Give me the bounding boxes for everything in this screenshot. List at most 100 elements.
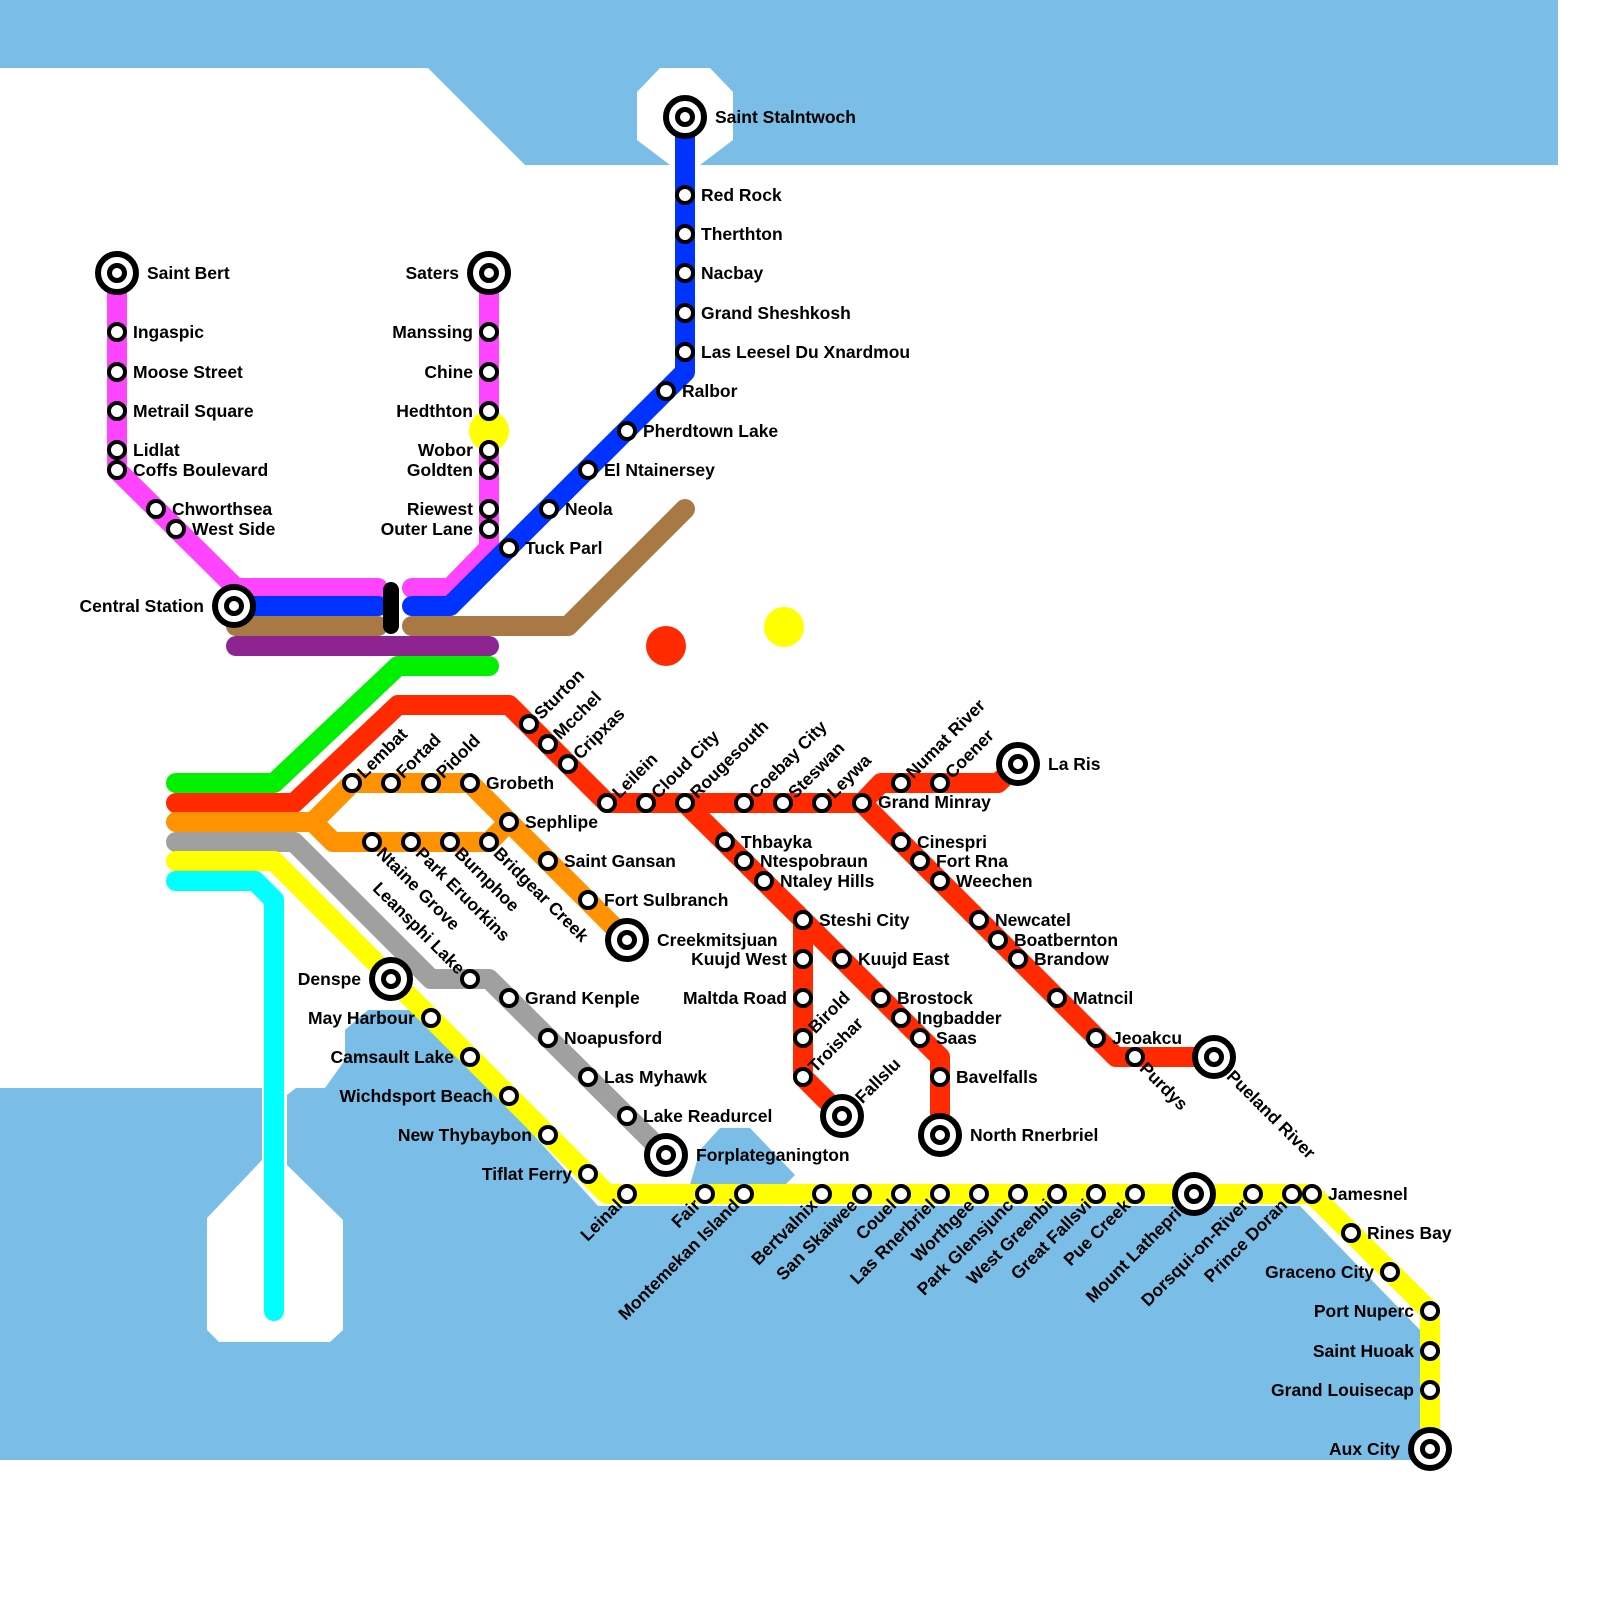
terminal-station-saters[interactable] xyxy=(467,251,511,295)
station-saint-huoak[interactable] xyxy=(1420,1341,1440,1361)
station-fort-sulbranch[interactable] xyxy=(578,890,598,910)
terminal-station-north-rnerbriel[interactable] xyxy=(918,1113,962,1157)
station-brostock[interactable] xyxy=(871,988,891,1008)
station-cripxas[interactable] xyxy=(558,754,578,774)
terminal-station-creekmitsjuan[interactable] xyxy=(605,918,649,962)
station-steshi-city[interactable] xyxy=(793,910,813,930)
terminal-station-central-station[interactable] xyxy=(212,584,256,628)
terminal-station-saint-bert[interactable] xyxy=(95,251,139,295)
station-jamesnel[interactable] xyxy=(1302,1184,1322,1204)
station-prince-doran[interactable] xyxy=(1282,1184,1302,1204)
station-cinespri[interactable] xyxy=(891,832,911,852)
station-leywa[interactable] xyxy=(812,793,832,813)
terminal-station-aux-city[interactable] xyxy=(1408,1427,1452,1471)
terminal-station-forplateganington[interactable] xyxy=(644,1133,688,1177)
station-pidold[interactable] xyxy=(421,773,441,793)
station-bavelfalls[interactable] xyxy=(930,1067,950,1087)
station-may-harbour[interactable] xyxy=(421,1008,441,1028)
station-thbayka[interactable] xyxy=(715,832,735,852)
station-wobor[interactable] xyxy=(479,440,499,460)
station-fortad[interactable] xyxy=(381,773,401,793)
station-ingaspic[interactable] xyxy=(107,322,127,342)
station-ntaley-hills[interactable] xyxy=(754,871,774,891)
station-ntespobraun[interactable] xyxy=(734,851,754,871)
station-burnphoe[interactable] xyxy=(440,832,460,852)
terminal-station-la-ris[interactable] xyxy=(996,742,1040,786)
station-lidlat[interactable] xyxy=(107,440,127,460)
station-grand-minray[interactable] xyxy=(852,793,872,813)
station-pue-creek[interactable] xyxy=(1125,1184,1145,1204)
station-chine[interactable] xyxy=(479,362,499,382)
station-leilein[interactable] xyxy=(597,793,617,813)
station-weechen[interactable] xyxy=(930,871,950,891)
station-west-greenbi[interactable] xyxy=(1047,1184,1067,1204)
station-fort-rna[interactable] xyxy=(910,851,930,871)
station-troishar[interactable] xyxy=(793,1067,813,1087)
station-grand-louisecap[interactable] xyxy=(1420,1380,1440,1400)
station-tuck-parl[interactable] xyxy=(499,538,519,558)
station-outer-lane[interactable] xyxy=(479,519,499,539)
terminal-station-fallslu[interactable] xyxy=(820,1094,864,1138)
station-couel[interactable] xyxy=(891,1184,911,1204)
station-rougesouth[interactable] xyxy=(675,793,695,813)
station-grobeth[interactable] xyxy=(460,773,480,793)
station-nacbay[interactable] xyxy=(675,263,695,283)
station-sephlipe[interactable] xyxy=(499,812,519,832)
station-rines-bay[interactable] xyxy=(1341,1223,1361,1243)
station-kuujd-west[interactable] xyxy=(793,949,813,969)
station-riewest[interactable] xyxy=(479,499,499,519)
station-lake-readurcel[interactable] xyxy=(617,1106,637,1126)
station-kuujd-east[interactable] xyxy=(832,949,852,969)
station-leansphi-lake[interactable] xyxy=(460,969,480,989)
station-sturton[interactable] xyxy=(519,714,539,734)
station-metrail-square[interactable] xyxy=(107,401,127,421)
station-chworthsea[interactable] xyxy=(146,499,166,519)
terminal-station-saint-stalntwoch[interactable] xyxy=(663,95,707,139)
station-ingbadder[interactable] xyxy=(891,1008,911,1028)
station-pherdtown-lake[interactable] xyxy=(617,421,637,441)
station-noapusford[interactable] xyxy=(538,1028,558,1048)
station-lembat[interactable] xyxy=(342,773,362,793)
station-newcatel[interactable] xyxy=(969,910,989,930)
station-park-eruorkins[interactable] xyxy=(401,832,421,852)
station-coffs-boulevard[interactable] xyxy=(107,460,127,480)
station-tiflat-ferry[interactable] xyxy=(578,1164,598,1184)
station-park-glensjunc[interactable] xyxy=(1008,1184,1028,1204)
station-manssing[interactable] xyxy=(479,322,499,342)
station-leinal[interactable] xyxy=(617,1184,637,1204)
station-saas[interactable] xyxy=(910,1028,930,1048)
station-cloud-city[interactable] xyxy=(636,793,656,813)
station-birold[interactable] xyxy=(793,1028,813,1048)
station-grand-sheshkosh[interactable] xyxy=(675,303,695,323)
station-las-rnerbriel[interactable] xyxy=(930,1184,950,1204)
station-purdys[interactable] xyxy=(1125,1047,1145,1067)
terminal-station-mount-lathepri[interactable] xyxy=(1172,1172,1216,1216)
station-ralbor[interactable] xyxy=(656,381,676,401)
station-mcchel[interactable] xyxy=(538,734,558,754)
station-camsault-lake[interactable] xyxy=(460,1047,480,1067)
station-red-rock[interactable] xyxy=(675,185,695,205)
station-coener[interactable] xyxy=(930,773,950,793)
station-jeoakcu[interactable] xyxy=(1086,1028,1106,1048)
station-las-myhawk[interactable] xyxy=(578,1067,598,1087)
station-steswan[interactable] xyxy=(773,793,793,813)
station-great-fallsvi[interactable] xyxy=(1086,1184,1106,1204)
station-las-leesel-du-xnardmou[interactable] xyxy=(675,342,695,362)
station-new-thybaybon[interactable] xyxy=(538,1125,558,1145)
station-numat-river[interactable] xyxy=(891,773,911,793)
station-therthton[interactable] xyxy=(675,224,695,244)
station-coebay-city[interactable] xyxy=(734,793,754,813)
station-west-side[interactable] xyxy=(166,519,186,539)
station-hedthton[interactable] xyxy=(479,401,499,421)
station-bridgear-creek[interactable] xyxy=(479,832,499,852)
station-boatbernton[interactable] xyxy=(988,930,1008,950)
station-port-nuperc[interactable] xyxy=(1420,1301,1440,1321)
station-maltda-road[interactable] xyxy=(793,988,813,1008)
station-ntaine-grove[interactable] xyxy=(362,832,382,852)
station-saint-gansan[interactable] xyxy=(538,851,558,871)
station-worthgee[interactable] xyxy=(969,1184,989,1204)
station-graceno-city[interactable] xyxy=(1380,1262,1400,1282)
station-brandow[interactable] xyxy=(1008,949,1028,969)
station-goldten[interactable] xyxy=(479,460,499,480)
station-el-ntainersey[interactable] xyxy=(578,460,598,480)
